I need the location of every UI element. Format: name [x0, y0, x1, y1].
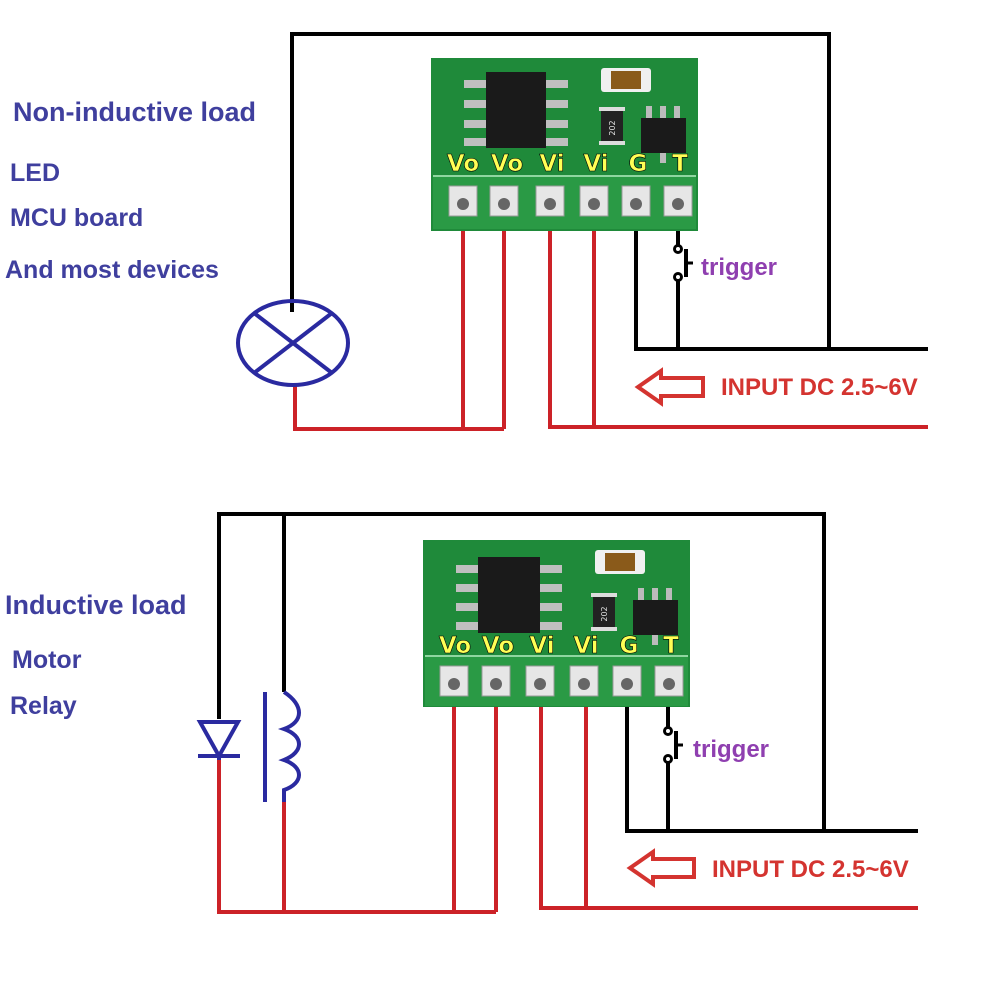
top-load-title: Non-inductive load: [13, 97, 256, 127]
pcb-pin-labels: Vo Vo Vi Vi G T: [439, 633, 680, 660]
pcb-module: 202 Vo Vo Vi Vi G T: [423, 540, 690, 707]
pin-label-t: T: [663, 633, 679, 659]
pin-label-g: G: [620, 633, 639, 659]
top-load-item: And most devices: [5, 256, 219, 284]
top-input-label: INPUT DC 2.5~6V: [721, 374, 918, 401]
bottom-load-item: Motor: [12, 646, 82, 674]
bottom-circuit: 202 Vo Vo Vi Vi G T: [196, 512, 918, 914]
bottom-input-label: INPUT DC 2.5~6V: [712, 856, 909, 883]
pin-label-g: G: [629, 151, 648, 177]
bottom-load-item: Relay: [10, 692, 77, 720]
top-trigger-label: trigger: [701, 254, 778, 281]
pcb-module: 202 Vo Vo Vi Vi G T: [431, 58, 698, 231]
trigger-switch-icon: [673, 244, 693, 282]
pin-label-vo-1: Vo: [447, 151, 479, 177]
pin-label-vo-2: Vo: [491, 151, 523, 177]
trigger-switch-icon: [663, 726, 683, 764]
pin-label-vi-2: Vi: [573, 633, 598, 659]
pcb-pin-pads: [448, 185, 693, 217]
input-arrow-icon: [634, 367, 705, 407]
pin-label-t: T: [672, 151, 688, 177]
top-load-item: LED: [10, 159, 60, 187]
bottom-black-wires: [217, 512, 918, 833]
bottom-trigger-label: trigger: [693, 736, 770, 763]
input-arrow-icon: [626, 848, 696, 888]
top-circuit: 202 Vo Vo Vi Vi G T: [236, 32, 928, 431]
top-red-wires: [293, 205, 928, 431]
top-load-item: MCU board: [10, 204, 144, 232]
pcb-pin-labels: Vo Vo Vi Vi G T: [447, 151, 689, 178]
diode-icon: [196, 720, 242, 761]
lamp-icon: [236, 299, 350, 387]
pin-label-vo-1: Vo: [439, 633, 471, 659]
bottom-load-title: Inductive load: [5, 590, 187, 620]
pin-label-vo-2: Vo: [482, 633, 514, 659]
pin-label-vi-2: Vi: [583, 151, 608, 177]
svg-text:202: 202: [600, 606, 609, 621]
bottom-red-wires: [217, 690, 918, 914]
pin-label-vi-1: Vi: [539, 151, 564, 177]
coil-icon: [263, 690, 301, 802]
pcb-pin-pads: [439, 665, 684, 697]
pin-label-vi-1: Vi: [529, 633, 554, 659]
svg-text:202: 202: [608, 120, 617, 135]
